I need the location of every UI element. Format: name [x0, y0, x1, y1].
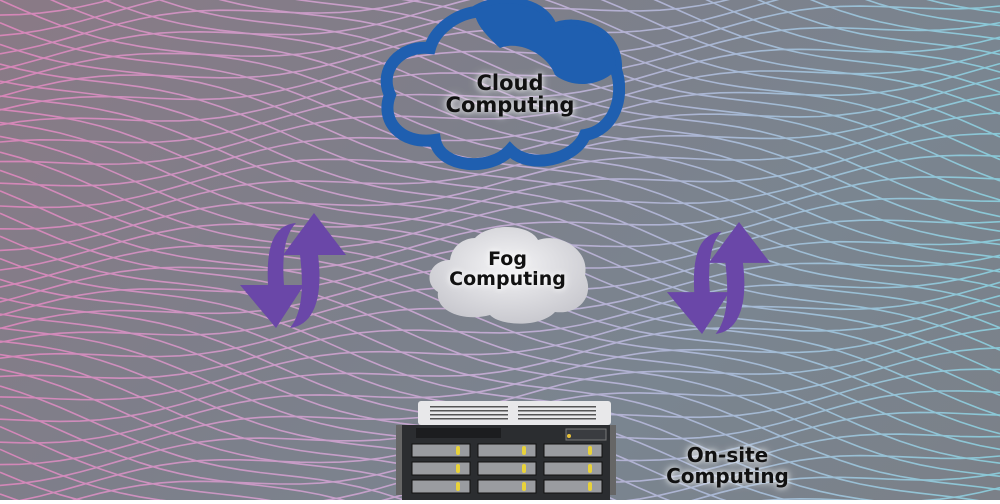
cloud-label-line1: Cloud	[476, 71, 544, 95]
fog-label-line2: Computing	[449, 267, 566, 290]
server-icon	[396, 401, 616, 500]
fog-label-line1: Fog	[488, 248, 527, 270]
server-rack	[388, 400, 618, 500]
onsite-label: On-site Computing	[650, 445, 805, 487]
cloud-label-line2: Computing	[445, 93, 575, 118]
onsite-label-line2: Computing	[666, 464, 789, 488]
right-sync-arrows	[665, 222, 777, 334]
onsite-label-line1: On-site	[686, 443, 769, 467]
fog-cloud-icon	[429, 226, 589, 324]
sync-arrows-icon	[240, 213, 346, 328]
fog-computing-node: Fog Computing	[420, 220, 595, 325]
sync-arrows-icon	[666, 222, 771, 334]
cloud-computing-node: Cloud Computing	[380, 0, 626, 172]
left-sync-arrows	[238, 213, 353, 328]
cloud-icon	[380, 0, 626, 171]
